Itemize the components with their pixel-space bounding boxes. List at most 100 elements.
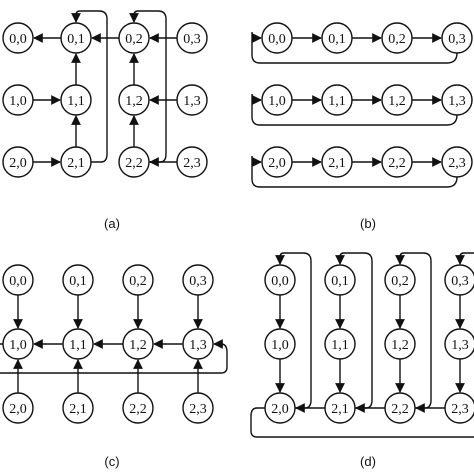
- node-d-0-0: [264, 264, 296, 296]
- loop-b-0: [251, 31, 458, 64]
- node-c-0-2: [122, 264, 154, 296]
- panel-caption-a: (a): [104, 216, 120, 231]
- node-label-d-1-3: 1,3: [451, 338, 469, 353]
- node-label-b-0-3: 0,3: [448, 32, 466, 47]
- node-d-2-2: [384, 392, 416, 424]
- node-label-d-1-1: 1,1: [331, 338, 349, 353]
- panel-caption-b: (b): [360, 216, 376, 231]
- node-label-a-0-1: 0,1: [67, 32, 85, 47]
- node-label-d-2-2: 2,2: [391, 402, 409, 417]
- node-a-2-1: [60, 146, 92, 178]
- node-d-2-3: [444, 392, 474, 424]
- node-a-1-1: [60, 84, 92, 116]
- node-label-b-0-2: 0,2: [388, 32, 406, 47]
- node-a-2-0: [2, 146, 34, 178]
- node-a-0-0: [2, 22, 34, 54]
- node-b-2-2: [381, 146, 413, 178]
- node-c-0-3: [182, 264, 214, 296]
- node-a-0-1: [60, 22, 92, 54]
- node-label-a-2-1: 2,1: [67, 156, 85, 171]
- node-label-c-1-0: 1,0: [9, 338, 27, 353]
- node-label-b-1-0: 1,0: [268, 94, 286, 109]
- node-label-d-0-2: 0,2: [391, 274, 409, 289]
- loop-d-1: [335, 252, 373, 409]
- node-a-1-2: [118, 84, 150, 116]
- node-label-d-0-1: 0,1: [331, 274, 349, 289]
- node-label-b-1-2: 1,2: [388, 94, 406, 109]
- panel-caption-c: (c): [104, 454, 119, 469]
- node-b-1-2: [381, 84, 413, 116]
- node-b-0-3: [441, 22, 473, 54]
- node-label-d-2-0: 2,0: [271, 402, 289, 417]
- node-b-0-2: [381, 22, 413, 54]
- panel-caption-d: (d): [360, 454, 376, 469]
- node-label-a-0-3: 0,3: [183, 32, 201, 47]
- node-b-0-0: [261, 22, 293, 54]
- node-a-2-2: [118, 146, 150, 178]
- node-label-d-0-3: 0,3: [451, 274, 469, 289]
- node-label-c-2-2: 2,2: [129, 402, 147, 417]
- node-d-0-2: [384, 264, 416, 296]
- loop-d-0: [275, 252, 312, 409]
- loop-a-1: [129, 10, 167, 163]
- node-label-a-2-3: 2,3: [183, 156, 201, 171]
- node-c-1-0: [2, 328, 34, 360]
- loop-d-3: [455, 252, 474, 265]
- node-label-d-1-0: 1,0: [271, 338, 289, 353]
- node-label-c-0-2: 0,2: [129, 274, 147, 289]
- node-b-2-1: [321, 146, 353, 178]
- node-c-0-0: [2, 264, 34, 296]
- loop-a-0: [71, 10, 108, 163]
- node-c-0-1: [62, 264, 94, 296]
- node-label-a-1-0: 1,0: [9, 94, 27, 109]
- loop-c-0: [0, 339, 228, 374]
- node-label-a-2-2: 2,2: [125, 156, 143, 171]
- node-label-b-2-0: 2,0: [268, 156, 286, 171]
- node-b-2-3: [441, 146, 473, 178]
- node-d-2-1: [324, 392, 356, 424]
- node-d-1-2: [384, 328, 416, 360]
- node-a-2-3: [176, 146, 208, 178]
- node-label-a-2-0: 2,0: [9, 156, 27, 171]
- node-label-b-0-0: 0,0: [268, 32, 286, 47]
- node-b-1-3: [441, 84, 473, 116]
- node-label-a-0-2: 0,2: [125, 32, 143, 47]
- node-label-c-0-3: 0,3: [189, 274, 207, 289]
- loop-b-2: [251, 155, 458, 188]
- node-label-d-1-2: 1,2: [391, 338, 409, 353]
- node-label-d-0-0: 0,0: [271, 274, 289, 289]
- node-label-c-2-1: 2,1: [69, 402, 87, 417]
- node-a-1-0: [2, 84, 34, 116]
- node-a-1-3: [176, 84, 208, 116]
- node-d-0-3: [444, 264, 474, 296]
- node-c-1-2: [122, 328, 154, 360]
- node-c-2-2: [122, 392, 154, 424]
- node-c-2-3: [182, 392, 214, 424]
- node-a-0-3: [176, 22, 208, 54]
- node-label-b-1-3: 1,3: [448, 94, 466, 109]
- node-label-c-1-1: 1,1: [69, 338, 87, 353]
- node-c-1-1: [62, 328, 94, 360]
- node-label-c-2-3: 2,3: [189, 402, 207, 417]
- node-label-c-1-2: 1,2: [129, 338, 147, 353]
- node-d-0-1: [324, 264, 356, 296]
- node-label-d-2-1: 2,1: [331, 402, 349, 417]
- node-d-1-3: [444, 328, 474, 360]
- node-label-a-0-0: 0,0: [9, 32, 27, 47]
- node-a-0-2: [118, 22, 150, 54]
- node-d-1-0: [264, 328, 296, 360]
- node-label-a-1-1: 1,1: [67, 94, 85, 109]
- node-label-c-0-0: 0,0: [9, 274, 27, 289]
- node-label-b-2-2: 2,2: [388, 156, 406, 171]
- node-label-b-2-1: 2,1: [328, 156, 346, 171]
- node-b-1-1: [321, 84, 353, 116]
- node-label-c-1-3: 1,3: [189, 338, 207, 353]
- loop-d-2: [395, 252, 432, 409]
- node-label-c-2-0: 2,0: [9, 402, 27, 417]
- node-b-2-0: [261, 146, 293, 178]
- node-b-0-1: [321, 22, 353, 54]
